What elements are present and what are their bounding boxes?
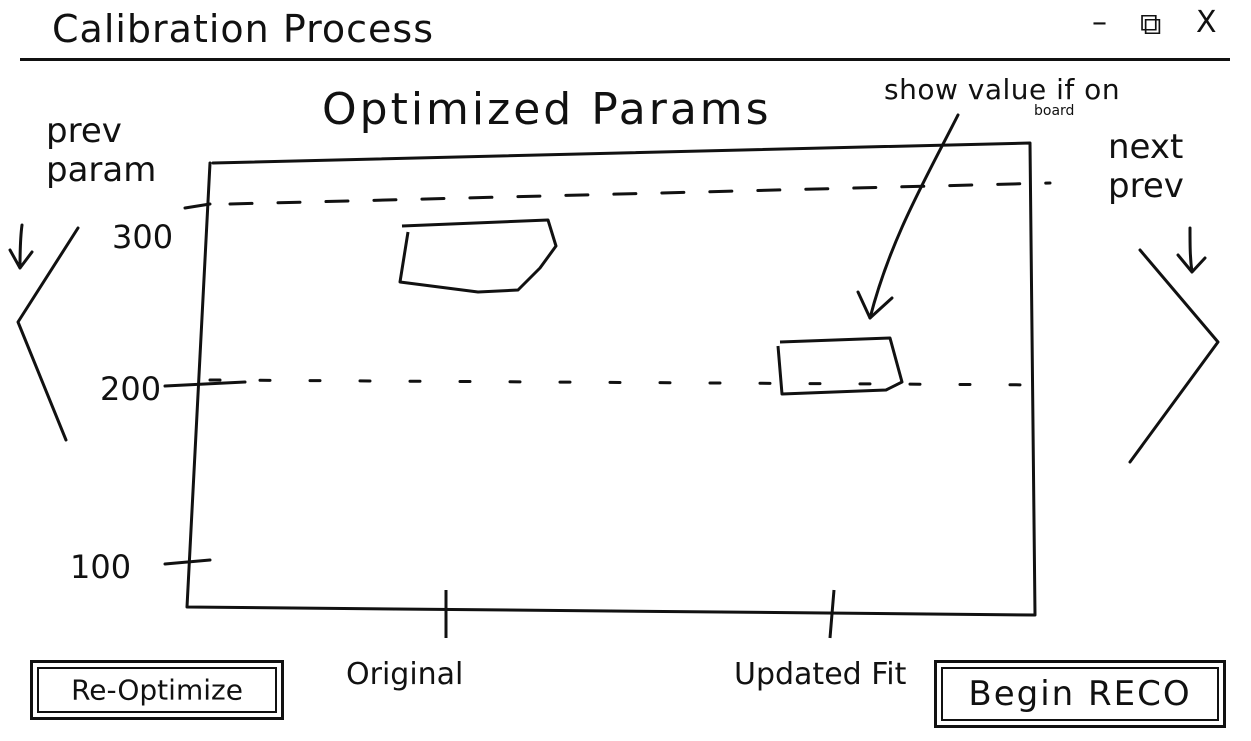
prev-label-line1: prev [46,111,122,151]
prev-param-label: prev param [46,111,157,191]
ref-line-300 [228,181,1052,206]
maximize-icon[interactable]: ⧉ [1140,7,1162,42]
begin-reco-button[interactable]: Begin RECO [934,660,1226,728]
y-tick-label: 200 [100,370,161,408]
y-tick-label: 100 [70,548,131,586]
prev-label-line2: param [46,150,157,191]
next-label-line2: prev [1108,166,1184,207]
x-tick-label: Updated Fit [734,657,907,692]
y-tick [163,558,212,566]
chart-title: Optimized Params [322,84,772,135]
annotation-note: show value if on [884,73,1121,106]
x-tick [828,589,836,639]
window-title: Calibration Process [52,7,434,51]
y-tick [183,202,212,210]
next-hint-arrow [1176,226,1207,274]
ref-line-200 [208,378,1052,387]
value-box-updated-fit[interactable] [776,336,904,396]
value-box-original[interactable] [398,218,558,294]
y-tick-label: 300 [112,218,173,256]
y-axis: 300 200 100 [70,202,247,586]
minimize-icon[interactable]: – [1092,5,1107,40]
x-axis: Original Updated Fit [346,589,907,692]
reoptimize-button[interactable]: Re-Optimize [30,660,284,720]
next-param-label: next prev [1108,127,1184,207]
close-icon[interactable]: X [1196,5,1217,40]
annotation-note-sub: board [1034,103,1075,119]
annotation-arrow [868,113,960,320]
prev-hint-arrow [8,223,34,270]
chart-bars [398,218,904,396]
annotation-arrowhead [856,290,894,320]
title-divider [20,58,1230,61]
next-label-line1: next [1108,127,1184,167]
reoptimize-label: Re-Optimize [71,673,243,707]
x-tick-label: Original [346,657,463,692]
next-param-chevron[interactable] [1120,240,1230,470]
y-tick [163,380,247,388]
begin-reco-label: Begin RECO [968,674,1192,714]
prev-param-chevron[interactable] [10,220,90,450]
plot-frame [185,141,1037,617]
